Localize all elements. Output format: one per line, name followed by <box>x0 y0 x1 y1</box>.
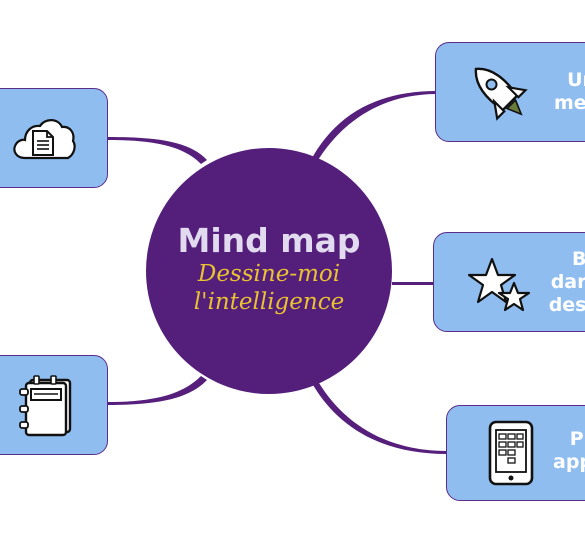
cloud-document-icon <box>13 119 76 160</box>
label-line-1: B <box>572 248 585 270</box>
node-right-middle[interactable]: B dar des <box>433 232 585 332</box>
label-line-2: dar <box>550 271 585 293</box>
branch-right-middle <box>392 282 434 285</box>
tablet-icon <box>488 420 534 486</box>
central-topic[interactable]: Mind map Dessine-moi l'intelligence <box>146 148 392 394</box>
branch-right-top <box>312 91 437 160</box>
label-line-3: des <box>548 294 585 316</box>
branch-left-bottom <box>108 376 207 405</box>
branch-right-bottom <box>313 383 447 454</box>
central-topic-subtitle-line-1: Dessine-moi <box>197 261 341 287</box>
central-topic-title: Mind map <box>177 221 361 260</box>
label-line-1: Un <box>567 69 585 91</box>
label-line-2: app <box>553 451 585 473</box>
node-left-bottom[interactable] <box>0 355 108 455</box>
stars-icon <box>468 257 531 312</box>
notebook-icon <box>19 375 72 437</box>
rocket-icon <box>474 67 528 121</box>
node-right-top[interactable]: Un mer <box>435 42 585 142</box>
label-line-1: Pr <box>569 428 585 450</box>
central-topic-subtitle-line-2: l'intelligence <box>193 289 345 315</box>
node-right-middle-label: B dar des <box>542 248 585 317</box>
node-right-top-label: Un mer <box>554 69 585 115</box>
node-right-bottom[interactable]: Pr app <box>446 405 585 501</box>
node-left-top[interactable] <box>0 88 108 188</box>
label-line-2: mer <box>554 92 585 114</box>
node-right-bottom-label: Pr app <box>553 428 585 474</box>
branch-left-top <box>108 137 207 164</box>
